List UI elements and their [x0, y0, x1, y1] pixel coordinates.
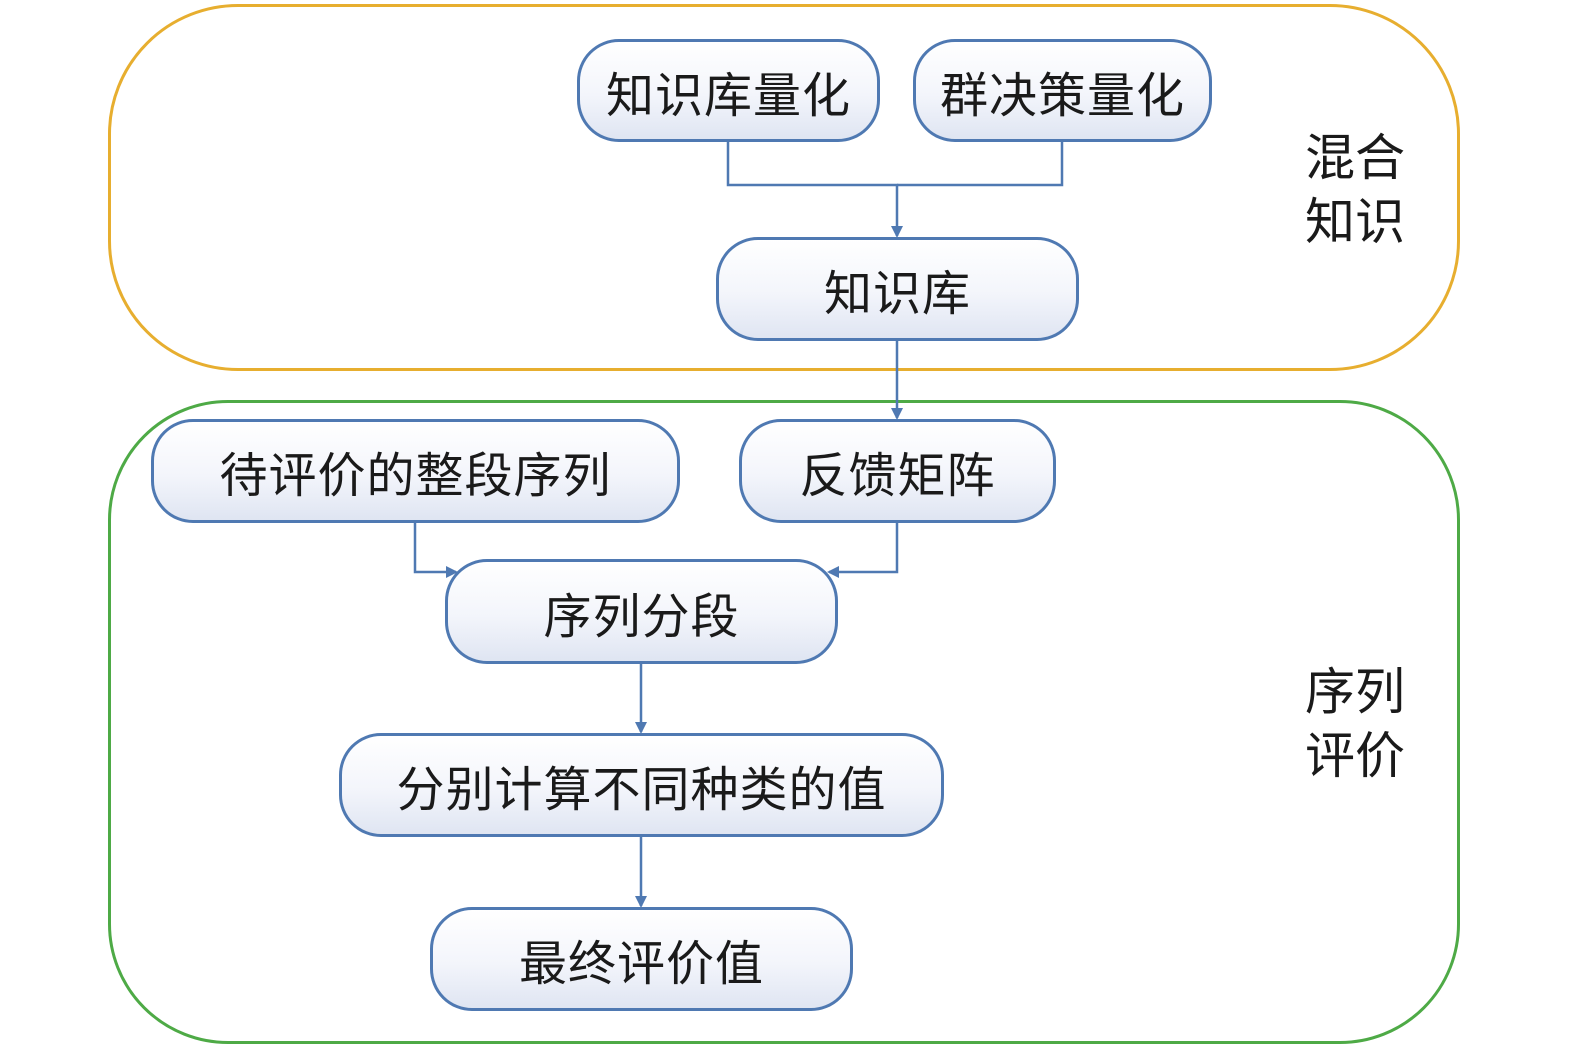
- sequence-evaluation-group: [108, 400, 1460, 1044]
- edge-kb-quant-to-kb: [726, 140, 903, 238]
- feedback-matrix-node: 反馈矩阵: [739, 419, 1056, 523]
- final-evaluation-node: 最终评价值: [430, 907, 853, 1011]
- sequence-evaluation-label-line1: 序列: [1305, 663, 1405, 721]
- mixed-knowledge-label-line1: 混合: [1305, 129, 1405, 187]
- sequence-segmentation-node: 序列分段: [445, 559, 838, 664]
- edge-group-decision-to-kb: [897, 140, 1064, 187]
- edge-feedback-to-segmentation: [827, 522, 899, 578]
- kb-quantification-node: 知识库量化: [577, 39, 880, 142]
- edge-sequence-to-segmentation: [413, 522, 458, 578]
- sequence-evaluation-label-line2: 评价: [1305, 727, 1405, 785]
- group-decision-quantification-node: 群决策量化: [913, 39, 1212, 142]
- mixed-knowledge-label-line2: 知识: [1305, 193, 1405, 251]
- compute-values-node: 分别计算不同种类的值: [339, 733, 944, 837]
- mixed-knowledge-label: 混合 知识: [1305, 126, 1405, 254]
- whole-sequence-node: 待评价的整段序列: [151, 419, 680, 523]
- mixed-knowledge-group: [108, 4, 1460, 371]
- sequence-evaluation-label: 序列 评价: [1305, 660, 1405, 788]
- knowledge-base-node: 知识库: [716, 237, 1079, 341]
